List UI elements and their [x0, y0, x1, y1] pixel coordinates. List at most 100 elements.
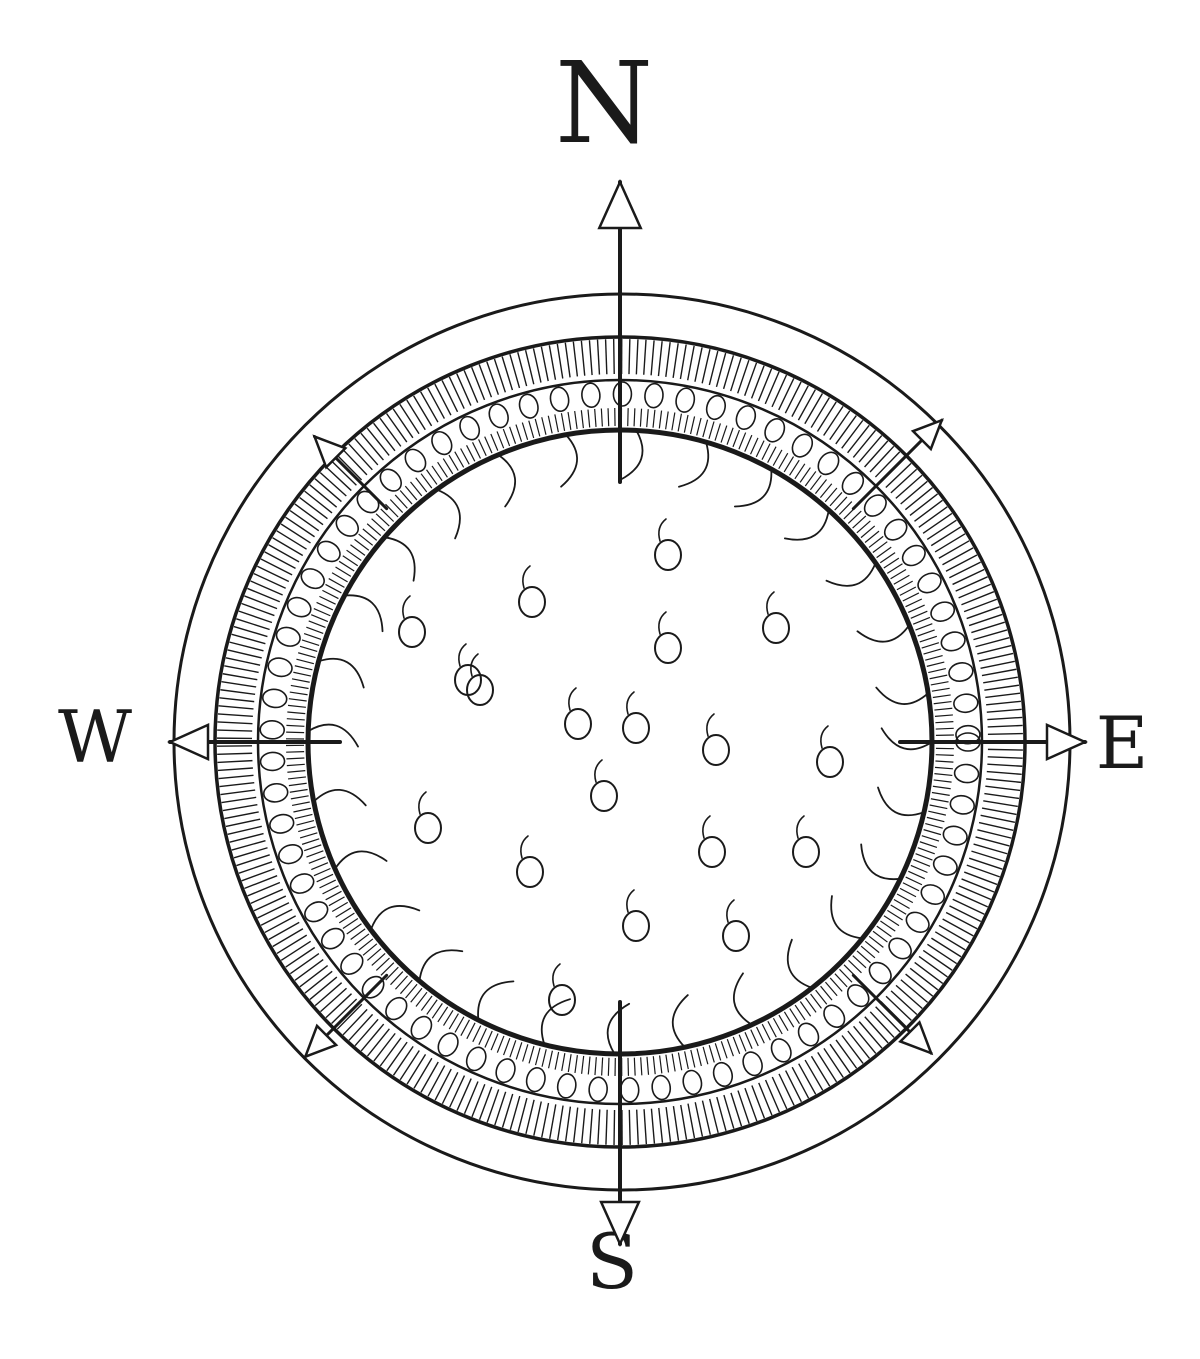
hatch-line: [773, 1018, 782, 1034]
hatch-line: [659, 411, 661, 429]
hatch-line: [903, 883, 919, 891]
spot-tail: [659, 519, 666, 541]
spot-tail: [659, 612, 666, 634]
hatch-line: [336, 567, 351, 576]
loop: [954, 763, 980, 783]
hatch-line: [853, 430, 875, 457]
hatch-line: [355, 439, 378, 465]
hatch-line: [300, 833, 317, 838]
tendril: [498, 455, 515, 507]
loop: [263, 782, 289, 803]
spot: [549, 985, 575, 1015]
hatch-line: [924, 649, 941, 654]
hatch-line: [644, 340, 646, 375]
hatch-line: [455, 452, 464, 468]
hatch-line: [555, 1052, 558, 1070]
hatch-line: [666, 1107, 670, 1142]
hatch-line: [400, 1050, 419, 1079]
hatch-line: [428, 388, 445, 419]
hatch-line: [549, 1051, 553, 1069]
arrow-head: [170, 725, 208, 759]
hatch-line: [254, 574, 286, 589]
spot: [723, 921, 749, 951]
hatch-line: [790, 460, 800, 475]
spot: [565, 709, 591, 739]
hatch-line: [393, 1046, 413, 1075]
hatch-line: [647, 409, 649, 427]
hatch-line: [296, 659, 313, 663]
hatch-line: [590, 1109, 593, 1144]
hatch-line: [925, 656, 942, 661]
hatch-line: [222, 682, 257, 687]
hatch-line: [887, 910, 902, 920]
hatch-line: [691, 416, 695, 434]
hatch-line: [977, 646, 1011, 654]
hatch-line: [986, 701, 1021, 705]
hatch-line: [651, 340, 654, 375]
hatch-line: [984, 685, 1019, 690]
tendril: [788, 940, 812, 988]
hatch-line: [629, 1110, 630, 1145]
hatch-line: [634, 1058, 635, 1076]
hatch-line: [588, 410, 590, 428]
hatch-line: [922, 836, 939, 841]
hatch-line: [232, 841, 266, 850]
hatch-line: [503, 429, 509, 446]
hatch-line: [691, 1050, 695, 1068]
hatch-line: [542, 1103, 549, 1137]
spot: [399, 617, 425, 647]
hatch-line: [265, 552, 296, 569]
hatch-line: [660, 1056, 662, 1074]
hatch-line: [304, 845, 321, 851]
hatch-line: [542, 1049, 546, 1067]
hatch-line: [953, 899, 985, 914]
loop: [651, 1075, 672, 1101]
loop: [549, 386, 571, 413]
hatch-line: [516, 1042, 522, 1059]
hatch-line: [745, 1032, 752, 1049]
hatch-line: [894, 900, 910, 909]
hatch-line: [897, 894, 913, 903]
hatch-line: [387, 1042, 407, 1071]
hatch-line: [286, 752, 304, 753]
hatch-line: [518, 1098, 527, 1132]
hatch-line: [762, 1024, 770, 1040]
hatch-line: [884, 916, 899, 926]
loop: [260, 752, 285, 771]
hatch-line: [988, 734, 1023, 735]
hatch-line: [549, 345, 555, 379]
spot: [517, 857, 543, 887]
hatch-line: [768, 447, 776, 463]
hatch-line: [421, 1062, 438, 1092]
hatch-line: [842, 420, 863, 448]
hatch-line: [461, 1020, 470, 1036]
hatch-line: [286, 758, 304, 759]
hatch-line: [510, 1040, 516, 1057]
hatch-line: [906, 974, 933, 996]
loop: [493, 1056, 518, 1085]
hatch-line: [930, 805, 948, 809]
hatch-line: [407, 400, 426, 430]
hatch-line: [785, 382, 801, 413]
hatch-line: [273, 929, 303, 947]
hatch-line: [765, 372, 779, 404]
hatch-line: [824, 406, 843, 435]
hatch-line: [934, 774, 952, 776]
tendril: [385, 537, 415, 580]
loop: [949, 794, 976, 816]
tendril: [319, 659, 364, 688]
spot: [817, 747, 843, 777]
hatch-line: [817, 402, 836, 432]
hatch-line: [300, 646, 317, 651]
hatch-line: [485, 1031, 492, 1047]
hatch-line: [329, 579, 345, 588]
hatch-line: [566, 1107, 571, 1142]
hatch-line: [805, 394, 823, 424]
loop: [733, 403, 758, 432]
hatch-line: [901, 481, 928, 504]
hatch-line: [935, 534, 965, 552]
hatch-line: [779, 1074, 794, 1106]
spot-tail: [767, 592, 774, 614]
tendril: [314, 790, 366, 806]
